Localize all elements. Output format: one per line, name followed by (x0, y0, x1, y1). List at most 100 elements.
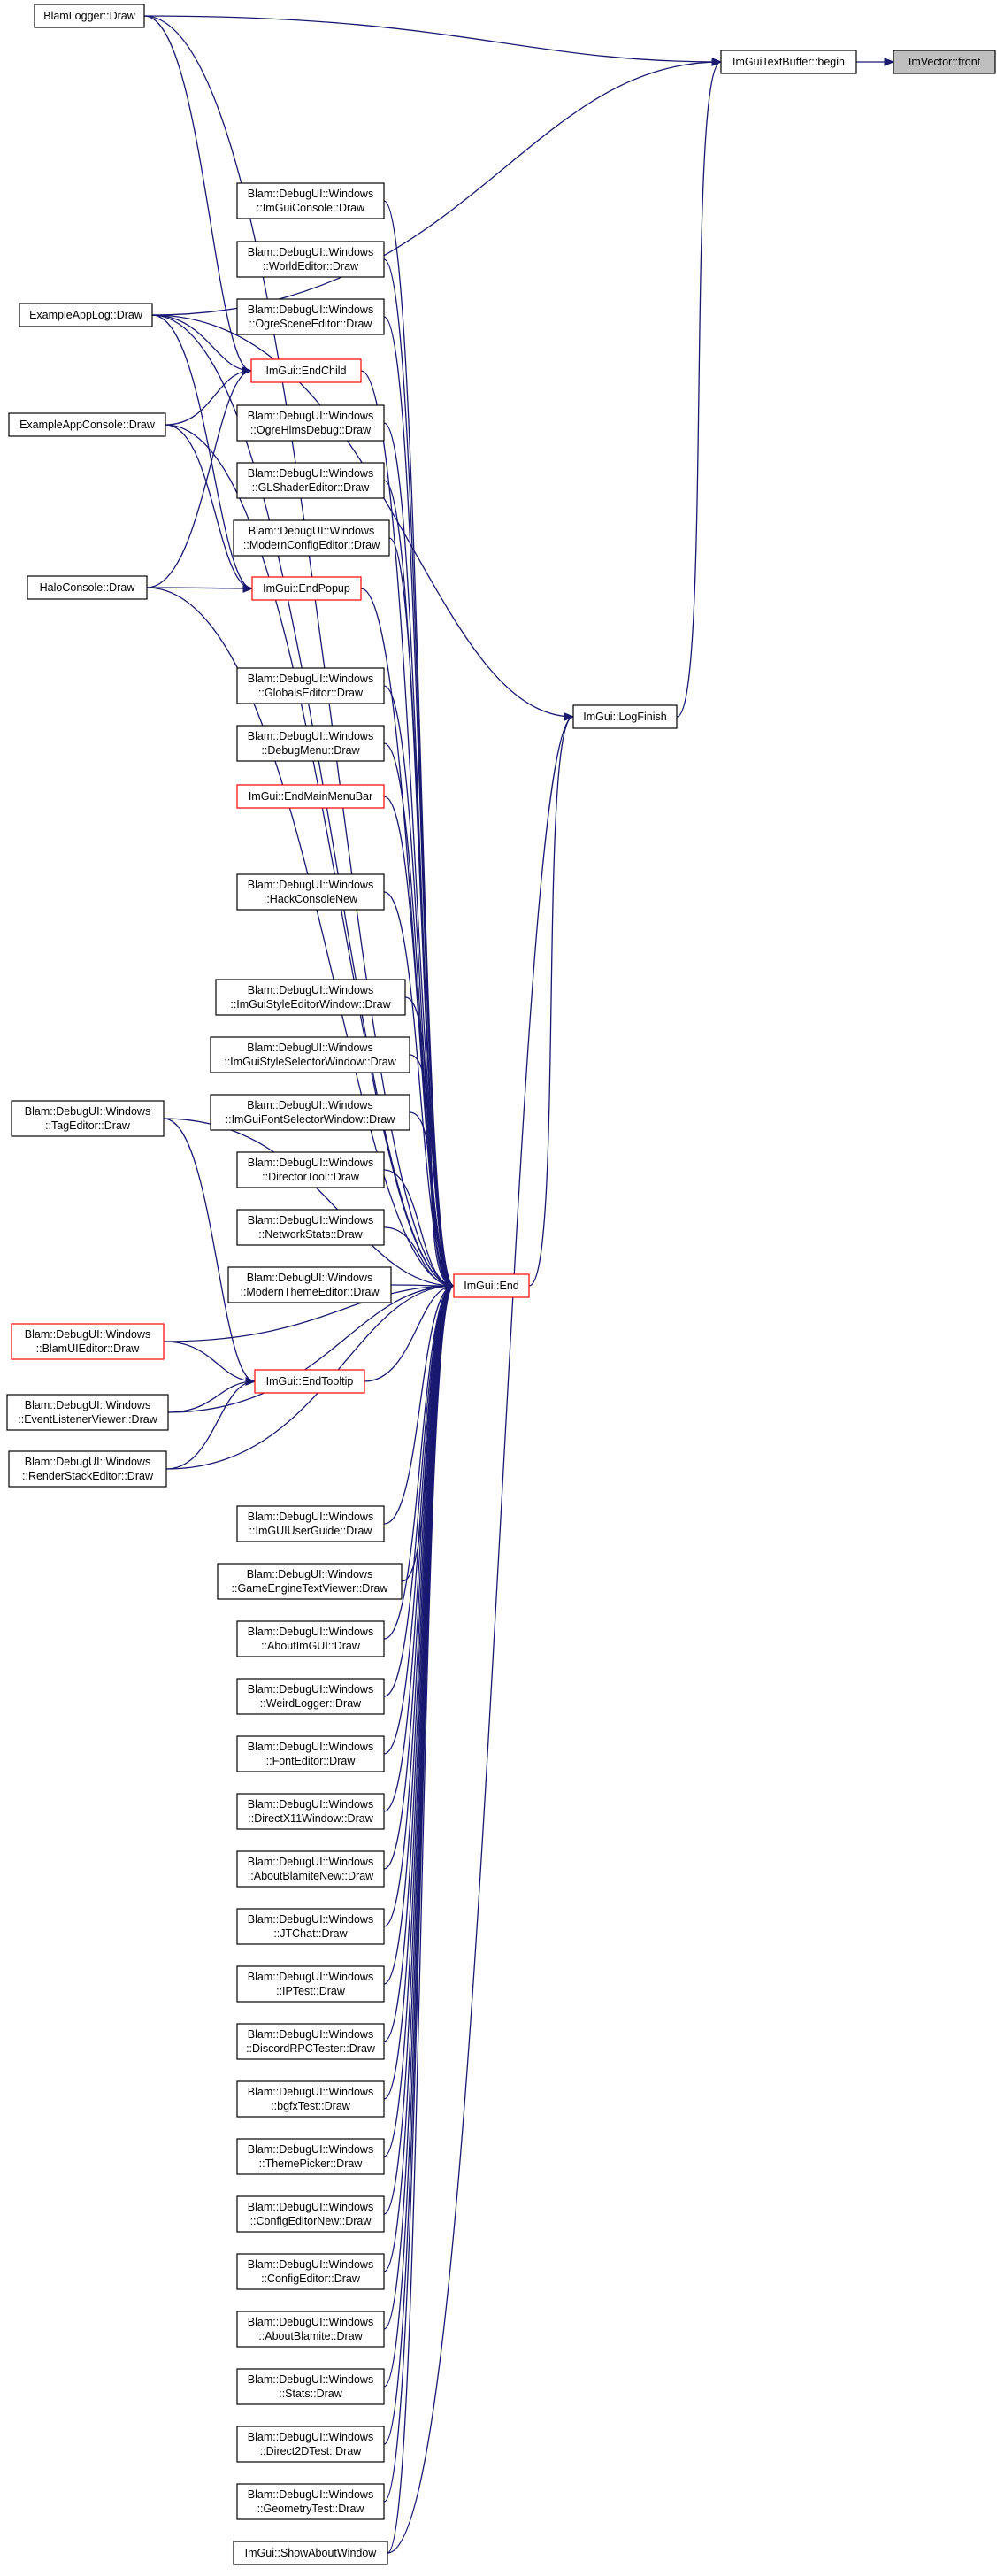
node-imguiconsole[interactable]: Blam::DebugUI::Windows::ImGuiConsole::Dr… (236, 182, 385, 219)
node-aboutblamite[interactable]: Blam::DebugUI::Windows::AboutBlamite::Dr… (236, 2311, 385, 2348)
node-box[interactable] (236, 1678, 385, 1715)
node-tageditor[interactable]: Blam::DebugUI::Windows::TagEditor::Draw (11, 1100, 165, 1137)
node-box[interactable] (8, 1450, 167, 1488)
node-end[interactable]: ImGui::End (453, 1273, 530, 1298)
node-box[interactable] (236, 2138, 385, 2175)
node-worldeditor[interactable]: Blam::DebugUI::Windows::WorldEditor::Dra… (236, 241, 385, 278)
node-box[interactable] (236, 1735, 385, 1772)
node-box[interactable] (236, 462, 385, 499)
node-box[interactable] (236, 298, 385, 335)
node-endmainmenubar[interactable]: ImGui::EndMainMenuBar (236, 784, 385, 809)
node-exapplog[interactable]: ExampleAppLog::Draw (19, 303, 153, 327)
node-endtooltip[interactable]: ImGui::EndTooltip (254, 1369, 365, 1394)
node-directortool[interactable]: Blam::DebugUI::Windows::DirectorTool::Dr… (236, 1151, 385, 1188)
node-moderntheme[interactable]: Blam::DebugUI::Windows::ModernThemeEdito… (227, 1266, 392, 1303)
node-box[interactable] (210, 1036, 410, 1073)
node-box[interactable] (236, 2253, 385, 2290)
node-box[interactable] (236, 667, 385, 704)
node-glshader[interactable]: Blam::DebugUI::Windows::GLShaderEditor::… (236, 462, 385, 499)
node-networkstats[interactable]: Blam::DebugUI::Windows::NetworkStats::Dr… (236, 1209, 385, 1246)
node-debugmenu[interactable]: Blam::DebugUI::Windows::DebugMenu::Draw (236, 725, 385, 762)
node-box[interactable] (236, 1151, 385, 1188)
node-haloconsole[interactable]: HaloConsole::Draw (27, 575, 148, 600)
node-box[interactable] (27, 575, 148, 600)
node-endpopup[interactable]: ImGui::EndPopup (251, 576, 362, 601)
node-box[interactable] (227, 1266, 392, 1303)
node-aboutblamitenew[interactable]: Blam::DebugUI::Windows::AboutBlamiteNew:… (236, 1850, 385, 1888)
node-box[interactable] (236, 784, 385, 809)
node-renderstack[interactable]: Blam::DebugUI::Windows::RenderStackEdito… (8, 1450, 167, 1488)
node-aboutimgui[interactable]: Blam::DebugUI::Windows::AboutImGUI::Draw (236, 1620, 385, 1657)
node-iptest[interactable]: Blam::DebugUI::Windows::IPTest::Draw (236, 1965, 385, 2003)
node-box[interactable] (720, 50, 857, 74)
node-box[interactable] (11, 1100, 165, 1137)
node-fonteditor[interactable]: Blam::DebugUI::Windows::FontEditor::Draw (236, 1735, 385, 1772)
node-box[interactable] (254, 1369, 365, 1394)
node-discordrpc[interactable]: Blam::DebugUI::Windows::DiscordRPCTester… (236, 2023, 385, 2060)
node-box[interactable] (19, 303, 153, 327)
node-blamuieditor[interactable]: Blam::DebugUI::Windows::BlamUIEditor::Dr… (11, 1323, 165, 1360)
node-box[interactable] (236, 1620, 385, 1657)
node-configeditor[interactable]: Blam::DebugUI::Windows::ConfigEditor::Dr… (236, 2253, 385, 2290)
node-box[interactable] (236, 1965, 385, 2003)
node-vecfront[interactable]: ImVector::front (893, 50, 996, 74)
node-configeditornew[interactable]: Blam::DebugUI::Windows::ConfigEditorNew:… (236, 2195, 385, 2233)
node-box[interactable] (236, 1793, 385, 1830)
node-themepicker[interactable]: Blam::DebugUI::Windows::ThemePicker::Dra… (236, 2138, 385, 2175)
node-endchild[interactable]: ImGui::EndChild (250, 358, 362, 383)
node-direct2d[interactable]: Blam::DebugUI::Windows::Direct2DTest::Dr… (236, 2426, 385, 2463)
node-box[interactable] (236, 182, 385, 219)
node-box[interactable] (236, 404, 385, 442)
node-box[interactable] (251, 576, 362, 601)
node-box[interactable] (236, 2023, 385, 2060)
node-box[interactable] (6, 1394, 169, 1431)
node-stats[interactable]: Blam::DebugUI::Windows::Stats::Draw (236, 2368, 385, 2405)
node-box[interactable] (236, 241, 385, 278)
node-weirdlogger[interactable]: Blam::DebugUI::Windows::WeirdLogger::Dra… (236, 1678, 385, 1715)
node-userguide[interactable]: Blam::DebugUI::Windows::ImGUIUserGuide::… (236, 1505, 385, 1542)
node-box[interactable] (236, 2195, 385, 2233)
node-box[interactable] (11, 1323, 165, 1360)
node-box[interactable] (215, 979, 406, 1016)
node-modernconfig[interactable]: Blam::DebugUI::Windows::ModernConfigEdit… (233, 519, 390, 557)
node-box[interactable] (8, 412, 166, 437)
node-box[interactable] (893, 50, 996, 74)
node-geometrytest[interactable]: Blam::DebugUI::Windows::GeometryTest::Dr… (236, 2483, 385, 2520)
node-box[interactable] (233, 519, 390, 557)
node-box[interactable] (236, 1850, 385, 1888)
node-ogrescene[interactable]: Blam::DebugUI::Windows::OgreSceneEditor:… (236, 298, 385, 335)
node-styleselector[interactable]: Blam::DebugUI::Windows::ImGuiStyleSelect… (210, 1036, 410, 1073)
node-fontselector[interactable]: Blam::DebugUI::Windows::ImGuiFontSelecto… (210, 1094, 410, 1131)
node-exappconsole[interactable]: ExampleAppConsole::Draw (8, 412, 166, 437)
node-styleeditor[interactable]: Blam::DebugUI::Windows::ImGuiStyleEditor… (215, 979, 406, 1016)
node-globalseditor[interactable]: Blam::DebugUI::Windows::GlobalsEditor::D… (236, 667, 385, 704)
node-box[interactable] (236, 2483, 385, 2520)
node-box[interactable] (453, 1273, 530, 1298)
node-box[interactable] (34, 4, 145, 28)
node-box[interactable] (572, 704, 678, 729)
node-box[interactable] (236, 2368, 385, 2405)
node-hackconsole[interactable]: Blam::DebugUI::Windows::HackConsoleNew (236, 873, 385, 911)
node-gameengine[interactable]: Blam::DebugUI::Windows::GameEngineTextVi… (217, 1563, 403, 1600)
node-blamlogger[interactable]: BlamLogger::Draw (34, 4, 145, 28)
node-box[interactable] (236, 2426, 385, 2463)
node-box[interactable] (236, 1505, 385, 1542)
node-tbbegin[interactable]: ImGuiTextBuffer::begin (720, 50, 857, 74)
node-box[interactable] (236, 2311, 385, 2348)
node-bgfxtest[interactable]: Blam::DebugUI::Windows::bgfxTest::Draw (236, 2080, 385, 2118)
node-box[interactable] (217, 1563, 403, 1600)
node-ogrehlms[interactable]: Blam::DebugUI::Windows::OgreHlmsDebug::D… (236, 404, 385, 442)
node-box[interactable] (236, 725, 385, 762)
node-box[interactable] (236, 1908, 385, 1945)
node-directx11[interactable]: Blam::DebugUI::Windows::DirectX11Window:… (236, 1793, 385, 1830)
node-box[interactable] (250, 358, 362, 383)
node-box[interactable] (210, 1094, 410, 1131)
node-box[interactable] (233, 2541, 388, 2565)
node-eventlistener[interactable]: Blam::DebugUI::Windows::EventListenerVie… (6, 1394, 169, 1431)
node-logfinish[interactable]: ImGui::LogFinish (572, 704, 678, 729)
node-jtchat[interactable]: Blam::DebugUI::Windows::JTChat::Draw (236, 1908, 385, 1945)
node-box[interactable] (236, 873, 385, 911)
node-box[interactable] (236, 2080, 385, 2118)
node-box[interactable] (236, 1209, 385, 1246)
node-showabout[interactable]: ImGui::ShowAboutWindow (233, 2541, 388, 2565)
